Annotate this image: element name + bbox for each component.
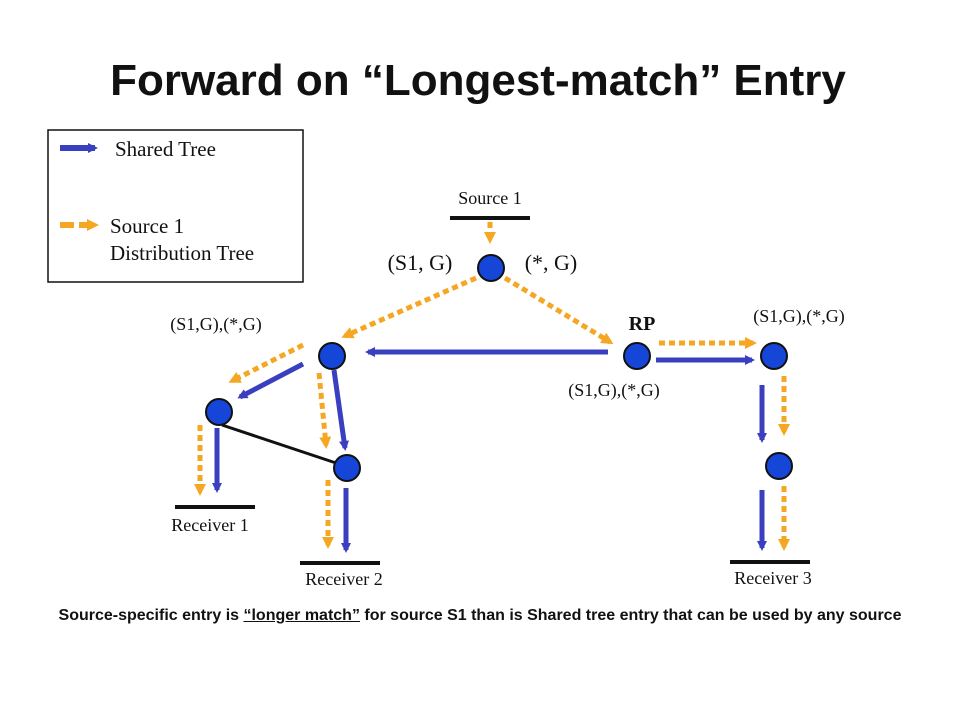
router-node-right bbox=[760, 342, 788, 370]
router-node-lower bbox=[333, 454, 361, 482]
shared-tree bbox=[212, 347, 767, 553]
router-node-far-left bbox=[205, 398, 233, 426]
source-distribution-tree bbox=[194, 222, 790, 551]
shared-arrow-left-to-lower bbox=[331, 369, 349, 451]
caption-part2: for source S1 than is Shared tree entry … bbox=[359, 607, 902, 624]
legend-source-tree-label-line2: Distribution Tree bbox=[110, 241, 254, 265]
label-rp: RP bbox=[629, 313, 656, 335]
legend-shared-tree-label: Shared Tree bbox=[115, 137, 216, 161]
label-receiver3: Receiver 3 bbox=[734, 568, 811, 588]
label-receiver1: Receiver 1 bbox=[171, 515, 248, 535]
router-node-lower-right bbox=[765, 452, 793, 480]
router-node-left bbox=[318, 342, 346, 370]
label-right-entry: (S1,G),(*,G) bbox=[753, 306, 845, 327]
page-title: Forward on “Longest-match” Entry bbox=[110, 56, 846, 105]
caption-part1: Source-specific entry is bbox=[58, 607, 244, 624]
legend-source-tree-label-line1: Source 1 bbox=[110, 214, 184, 238]
source1-label: Source 1 bbox=[458, 188, 521, 208]
label-rp-entry: (S1,G),(*,G) bbox=[568, 380, 660, 401]
caption: Source-specific entry is “longer match” … bbox=[40, 604, 920, 628]
caption-underlined: “longer match” bbox=[243, 607, 360, 624]
legend-box bbox=[47, 129, 304, 283]
source-arrow-top-to-left bbox=[341, 275, 478, 339]
label-left-entry: (S1,G),(*,G) bbox=[170, 314, 262, 335]
router-nodes bbox=[205, 254, 793, 482]
label-receiver2: Receiver 2 bbox=[305, 569, 382, 589]
label-starg: (*, G) bbox=[525, 250, 578, 275]
shared-arrow-left-to-far-left bbox=[237, 361, 305, 400]
link-far-left-to-lower bbox=[221, 423, 337, 465]
label-s1g: (S1, G) bbox=[388, 250, 453, 275]
router-node-top bbox=[477, 254, 505, 282]
source-arrow-left-to-far-left bbox=[228, 342, 305, 384]
router-node-rp bbox=[623, 342, 651, 370]
source-arrow-top-to-rp bbox=[503, 275, 614, 345]
source-arrow-left-to-lower bbox=[316, 372, 332, 449]
legend: Shared Tree Source 1 Distribution Tree bbox=[47, 129, 304, 283]
